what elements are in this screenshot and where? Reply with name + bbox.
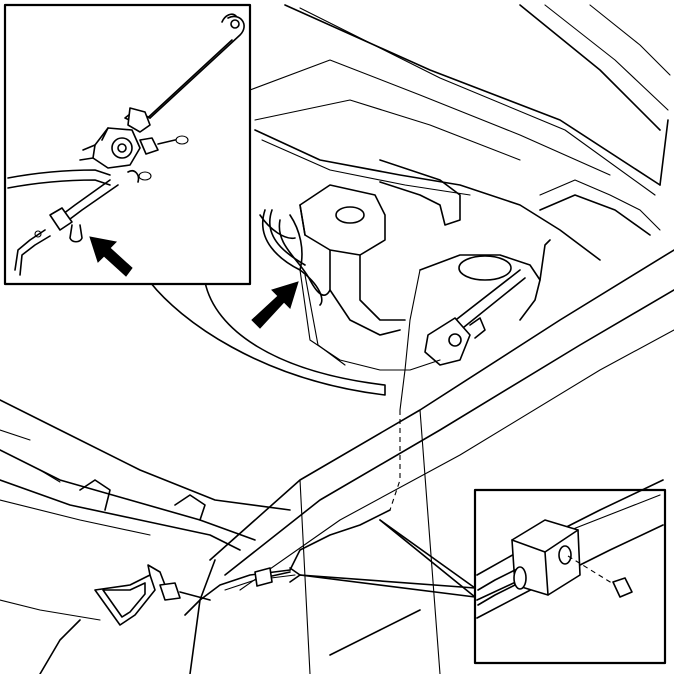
release-cable-loop bbox=[259, 209, 441, 371]
release-lever-icon bbox=[79, 127, 189, 169]
fastener-icon bbox=[567, 555, 633, 598]
cable-clip bbox=[254, 567, 301, 587]
front-grille bbox=[0, 399, 421, 674]
open-hood bbox=[249, 4, 671, 196]
inset-cable bbox=[7, 169, 152, 276]
callout-connector-curve bbox=[149, 281, 386, 396]
detail-view-hood-release-lever bbox=[3, 3, 252, 286]
washer-reservoir-icon bbox=[299, 184, 551, 411]
hood-strut-icon bbox=[424, 269, 526, 366]
release-handle-icon bbox=[94, 564, 211, 626]
engine-bay-scene bbox=[0, 4, 674, 674]
retaining-clip-icon bbox=[69, 224, 83, 243]
cowl-panel bbox=[254, 129, 661, 261]
pointer-arrow-icon bbox=[251, 281, 299, 329]
leader-lines-clamp bbox=[299, 519, 476, 598]
detail-view-cable-clamp-block bbox=[473, 479, 667, 665]
inset-pointer-arrow-icon bbox=[89, 236, 133, 277]
inset-strut-icon bbox=[124, 13, 245, 133]
